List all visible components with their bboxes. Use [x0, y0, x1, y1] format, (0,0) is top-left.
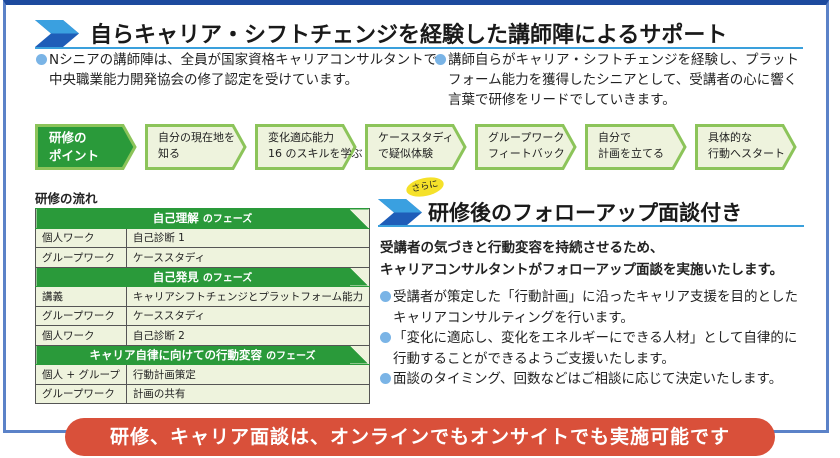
text-line: 「変化に適応し、変化をエネルギーにできる人材」として自律的に	[393, 330, 798, 346]
bullet-instructors-experience: 講師自らがキャリア・シフトチェンジを経験し、プラットフォーム能力を獲得したシニア…	[435, 50, 799, 110]
phase-header: 自己理解 のフェーズ	[34, 208, 371, 229]
bullet-line: 面談のタイミング、回数などはご相談に応じて決定いたします。	[380, 369, 798, 390]
activity-content: キャリアシフトチェンジとプラットフォーム能力	[125, 286, 371, 307]
text-line: 言葉で研修をリードでしていきます。	[448, 92, 676, 108]
table-row: グループワークケーススタディ	[35, 247, 371, 268]
activity-type: 講義	[35, 286, 127, 307]
bullet-dot-icon	[380, 291, 391, 302]
bullet-dot-icon	[36, 54, 47, 65]
step-1: 研修の ポイント	[35, 124, 145, 170]
text-line: キャリアコンサルティングを行います。	[393, 309, 634, 326]
activity-type: グループワーク	[35, 247, 127, 268]
activity-type: 個人ワーク	[35, 227, 127, 248]
step-label: グループワーク フィートバック	[488, 131, 565, 160]
step-label: 自分で 計画を立てる	[598, 131, 664, 160]
step-5: グループワーク フィートバック	[475, 124, 585, 170]
phase-header: キャリア自律に向けての行動変容 のフェーズ	[34, 344, 371, 365]
text-line: 中央職業能力開発協会の修了認定を受けています。	[49, 72, 359, 88]
step-label: 具体的な 行動へスタート	[708, 131, 785, 160]
text-line: フォーム能力を獲得したシニアとして、受講者の心に響く	[448, 72, 798, 88]
step-3: 変化適応能力 16 のスキルを学ぶ	[255, 124, 365, 170]
table-row: グループワーク計画の共有	[35, 383, 371, 404]
text-line: 講師自らがキャリア・シフトチェンジを経験し、プラット	[448, 52, 799, 68]
bullet-line: 「変化に適応し、変化をエネルギーにできる人材」として自律的に	[380, 328, 798, 349]
step-2: 自分の現在地を 知る	[145, 124, 255, 170]
section-title: 自らキャリア・シフトチェンジを経験した講師陣によるサポート	[90, 23, 728, 48]
activity-type: 個人 + グループ	[35, 364, 127, 385]
phase-cell: 自己理解 のフェーズ	[34, 208, 371, 229]
bullet-dot-icon	[435, 54, 446, 65]
phase-cell: キャリア自律に向けての行動変容 のフェーズ	[34, 344, 371, 365]
activity-type: グループワーク	[35, 305, 127, 326]
bullet-instructors-cert: Nシニアの講師陣は、全員が国家資格キャリアコンサルタントで中央職業能力開発協会の…	[36, 50, 437, 90]
chevron-icon	[378, 199, 422, 226]
phase-header: 自己発見 のフェーズ	[34, 266, 371, 287]
table-row: 個人ワーク自己診断 2	[35, 325, 371, 346]
text-line: 行動することができるようご支援いたします。	[393, 350, 675, 367]
activity-type: 個人ワーク	[35, 325, 127, 346]
text-line: 面談のタイミング、回数などはご相談に応じて決定いたします。	[393, 371, 783, 387]
activity-content: 自己診断 1	[125, 227, 371, 248]
step-label: 自分の現在地を 知る	[158, 131, 235, 160]
activity-type: グループワーク	[35, 383, 127, 404]
availability-banner: 研修、キャリア面談は、オンラインでもオンサイトでも実施可能です	[65, 418, 775, 456]
step-4: ケーススタディ で疑似体験	[365, 124, 475, 170]
phase-suffix: のフェーズ	[202, 272, 253, 284]
text-line: キャリアコンサルタントがフォローアップ面談を実施いたします。	[380, 262, 784, 278]
table-row: 個人 + グループ行動計画策定	[35, 364, 371, 385]
phase-cell: 自己発見 のフェーズ	[34, 266, 371, 287]
step-6: 自分で 計画を立てる	[585, 124, 695, 170]
bullet-line: 受講者が策定した「行動計画」に沿ったキャリア支援を目的とした	[380, 287, 798, 308]
bullet-dot-icon	[380, 332, 391, 343]
step-label: 研修の ポイント	[49, 130, 100, 163]
table-row: グループワークケーススタディ	[35, 305, 371, 326]
activity-content: 計画の共有	[125, 383, 371, 404]
step-label: 変化適応能力 16 のスキルを学ぶ	[268, 131, 363, 160]
activity-content: 自己診断 2	[125, 325, 371, 346]
bullet-dot-icon	[380, 373, 391, 384]
text-line: 受講者の気づきと行動変容を持続させるため、	[380, 240, 664, 256]
phase-name: キャリア自律に向けての行動変容	[89, 347, 263, 362]
phase-suffix: のフェーズ	[202, 214, 253, 226]
followup-bullets: 受講者が策定した「行動計画」に沿ったキャリア支援を目的としたキャリアコンサルティ…	[380, 287, 798, 390]
followup-title: 研修後のフォローアップ面談付き	[428, 201, 743, 225]
title-underline	[378, 225, 804, 227]
phase-name: 自己発見	[152, 269, 199, 284]
activity-content: 行動計画策定	[125, 364, 371, 385]
flow-title: 研修の流れ	[35, 191, 98, 206]
phase-suffix: のフェーズ	[266, 350, 316, 362]
chevron-icon	[35, 20, 79, 47]
text-line: Nシニアの講師陣は、全員が国家資格キャリアコンサルタントで	[49, 52, 438, 68]
title-underline	[35, 47, 803, 49]
activity-content: ケーススタディ	[125, 247, 371, 268]
text-line: 受講者が策定した「行動計画」に沿ったキャリア支援を目的とした	[393, 289, 798, 305]
activity-content: ケーススタディ	[125, 305, 371, 326]
step-label: ケーススタディ で疑似体験	[378, 131, 454, 160]
bullet-line: キャリアコンサルティングを行います。	[380, 308, 798, 329]
table-row: 個人ワーク自己診断 1	[35, 227, 371, 248]
table-row: 講義キャリアシフトチェンジとプラットフォーム能力	[35, 286, 371, 307]
followup-lead: 受講者の気づきと行動変容を持続させるため、キャリアコンサルタントがフォローアップ…	[380, 237, 783, 281]
step-7: 具体的な 行動へスタート	[695, 124, 805, 170]
bullet-line: 行動することができるようご支援いたします。	[380, 349, 798, 370]
phase-name: 自己理解	[152, 211, 199, 226]
